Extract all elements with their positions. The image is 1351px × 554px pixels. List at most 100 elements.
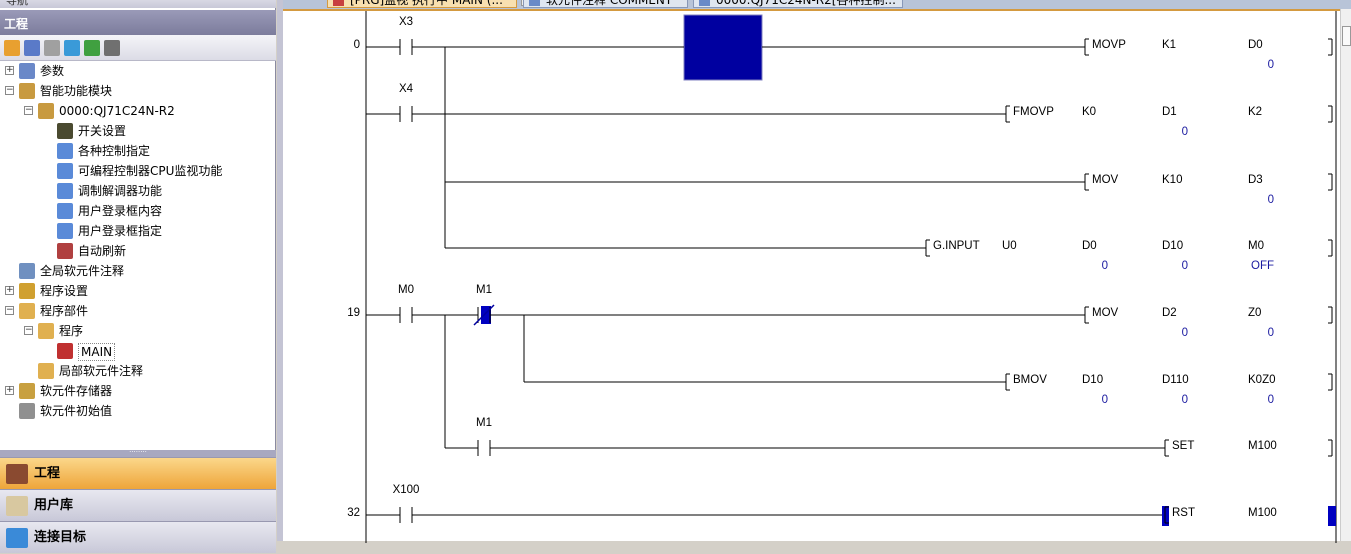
tree-item[interactable]: 各种控制指定 — [0, 141, 276, 161]
instruction-name: G.INPUT — [933, 240, 980, 252]
operand-value: 0 — [1267, 194, 1274, 206]
nav-button-icon — [6, 528, 28, 548]
instruction-operand: D2 — [1162, 307, 1177, 319]
contact-label: M1 — [476, 284, 492, 296]
tab-label: [PRG]监视 执行中 MAIN (... — [350, 0, 503, 7]
refresh-icon[interactable] — [84, 39, 100, 56]
nav-button-label: 用户库 — [34, 498, 74, 513]
step-number: 0 — [353, 39, 360, 51]
operand-value: 0 — [1267, 394, 1274, 406]
tree-item[interactable]: MAIN — [0, 341, 276, 361]
tree-item[interactable]: 全局软元件注释 — [0, 261, 276, 281]
tab-icon — [529, 0, 540, 6]
tree-item-label: 局部软元件注释 — [59, 364, 144, 378]
operand-value: 0 — [1101, 394, 1108, 406]
tree-item-label: 自动刷新 — [78, 244, 127, 258]
setting-icon — [57, 223, 73, 239]
tab-icon — [333, 0, 344, 6]
tab-label: 软元件注释 COMMENT — [546, 0, 673, 7]
instruction-operand: M100 — [1248, 440, 1277, 452]
instruction-name: FMOVP — [1013, 106, 1054, 118]
tree-item[interactable]: − 程序部件 — [0, 301, 276, 321]
instruction-name: MOVP — [1092, 39, 1126, 51]
tree-item-label: 用户登录框内容 — [78, 204, 163, 218]
copy-icon[interactable] — [24, 39, 40, 56]
tree-item-label: 程序 — [59, 324, 84, 338]
tree-item-label: 全局软元件注释 — [40, 264, 125, 278]
tree-item-label: 调制解调器功能 — [78, 184, 163, 198]
nav-button-0[interactable]: 工程 — [0, 457, 276, 489]
tree-item[interactable]: 用户登录框指定 — [0, 221, 276, 241]
tree-item[interactable]: 可编程控制器CPU监视功能 — [0, 161, 276, 181]
panel-splitter[interactable]: ········ — [0, 449, 276, 457]
tab-2[interactable]: 0000:QJ71C24N-R2[各种控制... — [693, 0, 903, 8]
contact-label: X4 — [398, 83, 414, 95]
expand-icon[interactable]: + — [5, 385, 14, 395]
tab-0[interactable]: [PRG]监视 执行中 MAIN (... — [327, 0, 517, 8]
nav-button-label: 工程 — [34, 466, 61, 481]
nav-button-2[interactable]: 连接目标 — [0, 521, 276, 553]
refresh-icon — [57, 243, 73, 259]
tree-item[interactable]: + 软元件存储器 — [0, 381, 276, 401]
tab-icon — [699, 0, 710, 6]
splitter[interactable] — [277, 0, 283, 541]
tree-item[interactable]: 自动刷新 — [0, 241, 276, 261]
tree-item-label: MAIN — [78, 343, 116, 361]
setting-icon — [57, 143, 73, 159]
expand-icon[interactable]: + — [5, 285, 14, 295]
paste-icon[interactable] — [44, 39, 60, 56]
filter-icon[interactable] — [104, 39, 120, 56]
tree-item[interactable]: +程序设置 — [0, 281, 276, 301]
instruction-name: BMOV — [1013, 374, 1047, 386]
collapse-icon[interactable]: − — [24, 325, 33, 335]
instruction-operand: D1 — [1162, 106, 1177, 118]
tree-item-label: 智能功能模块 — [40, 84, 113, 98]
tree-item-label: 参数 — [40, 64, 65, 78]
tree-item[interactable]: 开关设置 — [0, 121, 276, 141]
tree-item-label: 用户登录框指定 — [78, 224, 163, 238]
tree-item-label: 程序部件 — [40, 304, 89, 318]
instruction-operand: M0 — [1248, 240, 1264, 252]
instruction-name: SET — [1172, 440, 1195, 452]
collapse-icon[interactable]: − — [5, 305, 14, 315]
tree-item[interactable]: − 程序 — [0, 321, 276, 341]
instruction-operand: K2 — [1248, 106, 1263, 118]
tree-item[interactable]: 调制解调器功能 — [0, 181, 276, 201]
tab-1[interactable]: 软元件注释 COMMENT — [523, 0, 688, 8]
vertical-scrollbar[interactable] — [1340, 9, 1351, 541]
new-icon[interactable] — [4, 39, 20, 56]
instruction-operand: D10 — [1162, 240, 1184, 252]
navigation-header: 导航 — [0, 0, 276, 8]
operand-value: 0 — [1181, 327, 1188, 339]
tree-item-label: 0000:QJ71C24N-R2 — [59, 104, 175, 118]
tree-item-label: 软元件存储器 — [40, 384, 113, 398]
tree-item[interactable]: 用户登录框内容 — [0, 201, 276, 221]
step-number: 32 — [347, 507, 360, 519]
instruction-name: MOV — [1092, 307, 1119, 319]
folder-icon — [38, 363, 54, 379]
scrollbar-thumb[interactable] — [1342, 26, 1351, 46]
tree-item[interactable]: 局部软元件注释 — [0, 361, 276, 381]
contact-label: M1 — [476, 417, 492, 429]
instruction-name: MOV — [1092, 174, 1119, 186]
operand-value: 0 — [1267, 59, 1274, 71]
contact-on-highlight — [481, 306, 491, 324]
switch-icon — [57, 123, 73, 139]
tree-item-label: 软元件初始值 — [40, 404, 113, 418]
operand-value: 0 — [1267, 327, 1274, 339]
tree-item[interactable]: − 智能功能模块 — [0, 81, 276, 101]
tree-item[interactable]: 软元件初始值 — [0, 401, 276, 421]
setting-icon — [57, 203, 73, 219]
properties-icon[interactable] — [64, 39, 80, 56]
instruction-name: RST — [1172, 507, 1195, 519]
collapse-icon[interactable]: − — [5, 85, 14, 95]
tree-item[interactable]: + 参数 — [0, 61, 276, 81]
tree-item[interactable]: − 0000:QJ71C24N-R2 — [0, 101, 276, 121]
collapse-icon[interactable]: − — [24, 105, 33, 115]
module-icon — [19, 83, 35, 99]
nav-button-1[interactable]: 用户库 — [0, 489, 276, 521]
setting-icon — [57, 163, 73, 179]
expand-icon[interactable]: + — [5, 65, 14, 75]
